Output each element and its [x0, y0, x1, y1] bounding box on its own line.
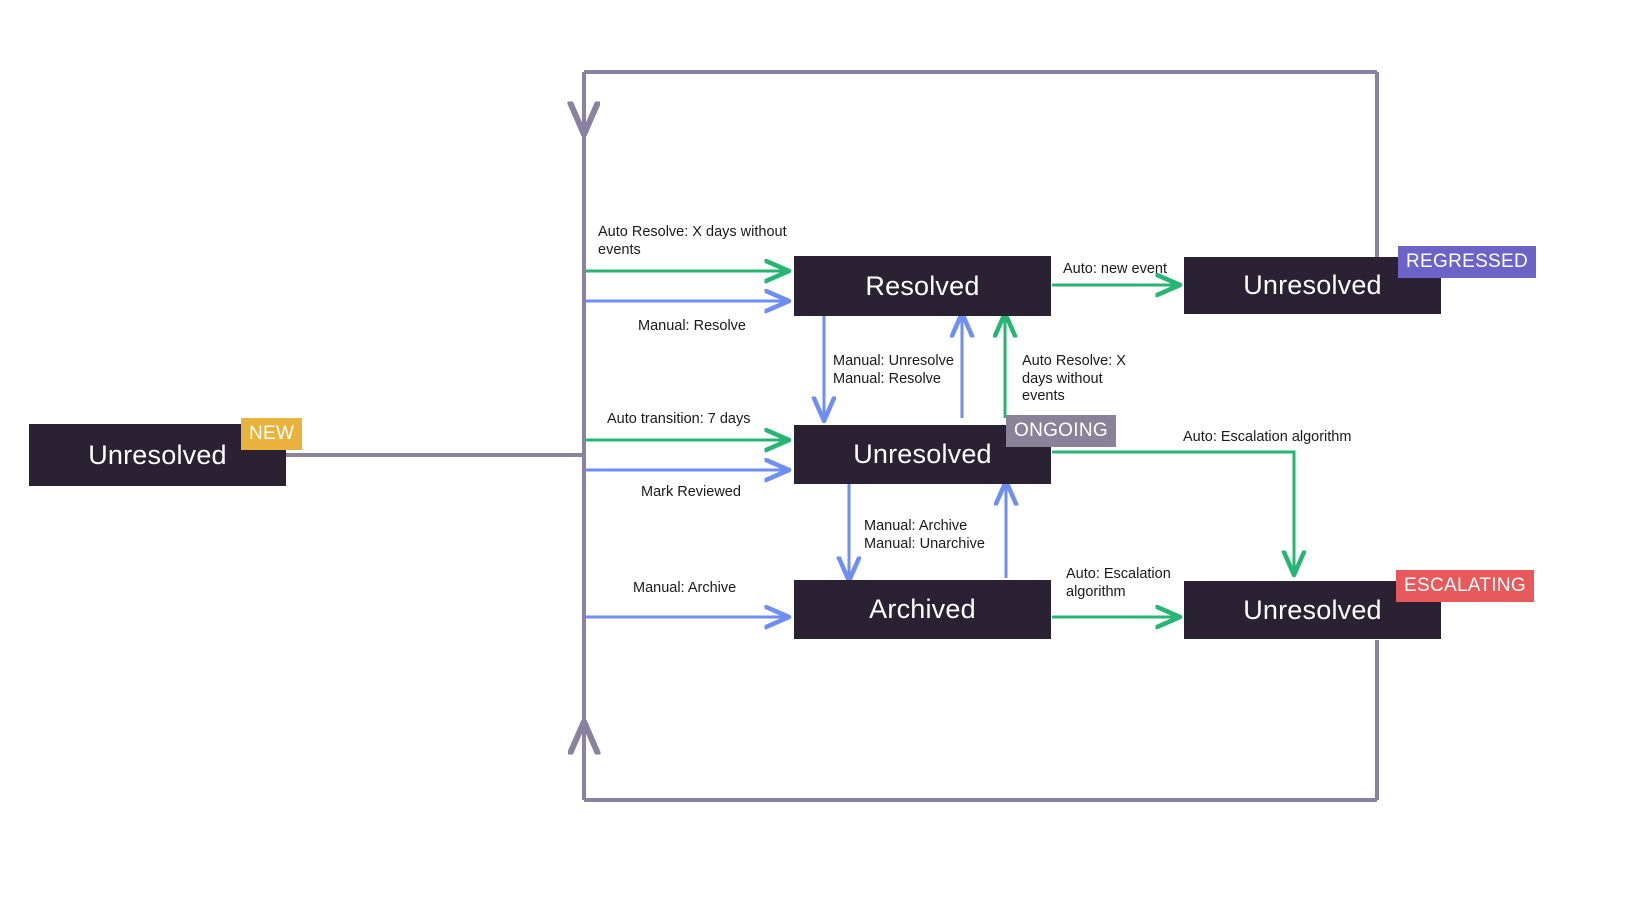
badge-ongoing: ONGOING	[1006, 415, 1116, 447]
edge-label-auto-resolve-x-days: Auto Resolve: X days without events	[598, 224, 787, 258]
node-label: Unresolved	[1243, 270, 1382, 300]
edge-ongoing-to-escalating	[1052, 450, 1294, 572]
node-label: Unresolved	[88, 439, 227, 470]
badge-new: NEW	[241, 418, 303, 450]
node-label: Unresolved	[853, 439, 992, 469]
node-label: Resolved	[865, 270, 980, 301]
edge-label-manual-archive-unarchive: Manual: Archive Manual: Unarchive	[864, 518, 985, 552]
edge-label-auto-new-event: Auto: new event	[1063, 261, 1167, 277]
node-archived[interactable]: Archived	[794, 580, 1051, 639]
edge-label-auto-resolve-x-days-up: Auto Resolve: X days without events	[1022, 353, 1126, 404]
node-ongoing-unresolved[interactable]: Unresolved	[794, 425, 1051, 484]
node-regressed-unresolved[interactable]: Unresolved	[1184, 257, 1441, 314]
node-label: Archived	[869, 594, 976, 624]
badge-label: REGRESSED	[1406, 251, 1529, 272]
edge-label-manual-unresolve-resolve: Manual: Unresolve Manual: Resolve	[833, 353, 954, 387]
badge-label: NEW	[249, 423, 295, 444]
node-resolved[interactable]: Resolved	[794, 256, 1051, 316]
badge-escalating: ESCALATING	[1396, 570, 1534, 602]
node-label: Unresolved	[1243, 594, 1382, 625]
badge-label: ONGOING	[1014, 420, 1108, 441]
edge-label-mark-reviewed: Mark Reviewed	[641, 484, 741, 500]
edge-label-auto-escalation-bottom: Auto: Escalation algorithm	[1066, 566, 1171, 600]
badge-regressed: REGRESSED	[1398, 246, 1537, 278]
badge-label: ESCALATING	[1404, 575, 1526, 596]
edge-label-auto-transition-7-days: Auto transition: 7 days	[607, 411, 751, 427]
edge-label-manual-resolve: Manual: Resolve	[638, 318, 746, 334]
edge-label-manual-archive-left: Manual: Archive	[633, 580, 737, 596]
edge-label-auto-escalation-top: Auto: Escalation algorithm	[1183, 429, 1352, 445]
